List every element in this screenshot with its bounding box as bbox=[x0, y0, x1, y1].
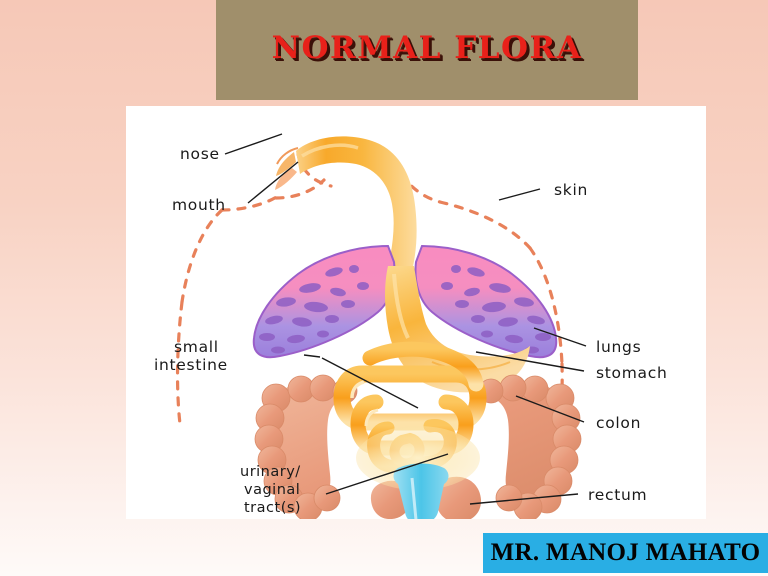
label-skin: skin bbox=[554, 181, 588, 199]
label-mouth: mouth bbox=[172, 196, 226, 214]
author-bar: MR. MANOJ MAHATO bbox=[483, 533, 768, 573]
label-stomach: stomach bbox=[596, 364, 667, 382]
trachea-esophagus bbox=[275, 136, 417, 271]
label-urinary-line3: tract(s) bbox=[244, 500, 301, 516]
lung-flora-patches-right bbox=[441, 265, 551, 354]
label-nose: nose bbox=[180, 145, 220, 163]
label-lungs: lungs bbox=[596, 338, 641, 356]
lung-flora-patches-left bbox=[259, 265, 369, 354]
lungs-organ bbox=[252, 244, 558, 359]
human-body-normal-flora-diagram: nose mouth skin lungs stomach colon rect… bbox=[154, 133, 667, 519]
label-rectum: rectum bbox=[588, 486, 647, 504]
title-banner: NORMAL FLORA bbox=[216, 0, 638, 100]
label-small-intestine-line2: intestine bbox=[154, 356, 228, 374]
page-title: NORMAL FLORA bbox=[271, 30, 583, 66]
label-urinary-line1: urinary/ bbox=[240, 464, 301, 480]
label-leader-lines bbox=[224, 133, 587, 505]
label-small-intestine-line1: small bbox=[174, 338, 219, 356]
label-urinary-line2: vaginal bbox=[244, 482, 300, 498]
label-colon: colon bbox=[596, 414, 641, 432]
colon-organ bbox=[254, 374, 582, 519]
diagram-panel: nose mouth skin lungs stomach colon rect… bbox=[126, 106, 706, 519]
author-name: MR. MANOJ MAHATO bbox=[490, 539, 761, 566]
urinary-vaginal-tract-organ bbox=[393, 463, 449, 519]
